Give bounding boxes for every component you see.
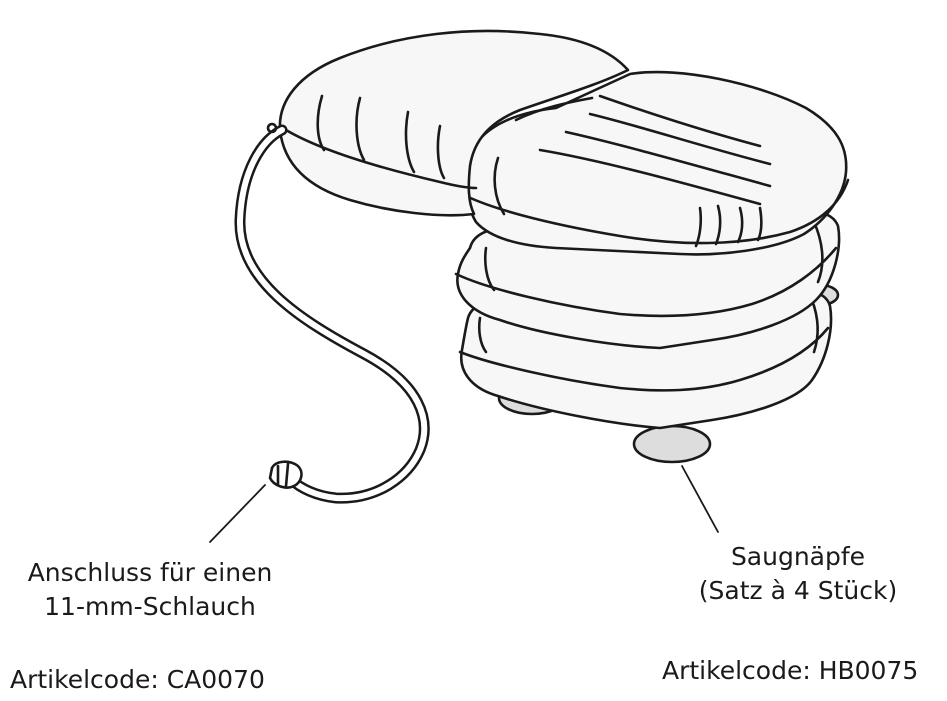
leader-line-connector	[210, 485, 265, 542]
leader-line-suction-cups	[682, 466, 718, 532]
connector-caption-line1: Anschluss für einen	[0, 556, 300, 590]
connector-caption-line2: 11-mm-Schlauch	[0, 590, 300, 624]
suction-cups-caption-line2: (Satz à 4 Stück)	[680, 574, 916, 608]
hose-connector	[270, 462, 301, 488]
connector-article-code: Artikelcode: CA0070	[10, 663, 265, 697]
suction-cups-caption: Saugnäpfe (Satz à 4 Stück)	[680, 540, 916, 608]
suction-cup	[634, 426, 710, 462]
suction-cups-caption-line1: Saugnäpfe	[680, 540, 916, 574]
suction-cups-article-code: Artikelcode: HB0075	[662, 654, 918, 688]
connector-caption: Anschluss für einen 11-mm-Schlauch	[0, 556, 300, 624]
